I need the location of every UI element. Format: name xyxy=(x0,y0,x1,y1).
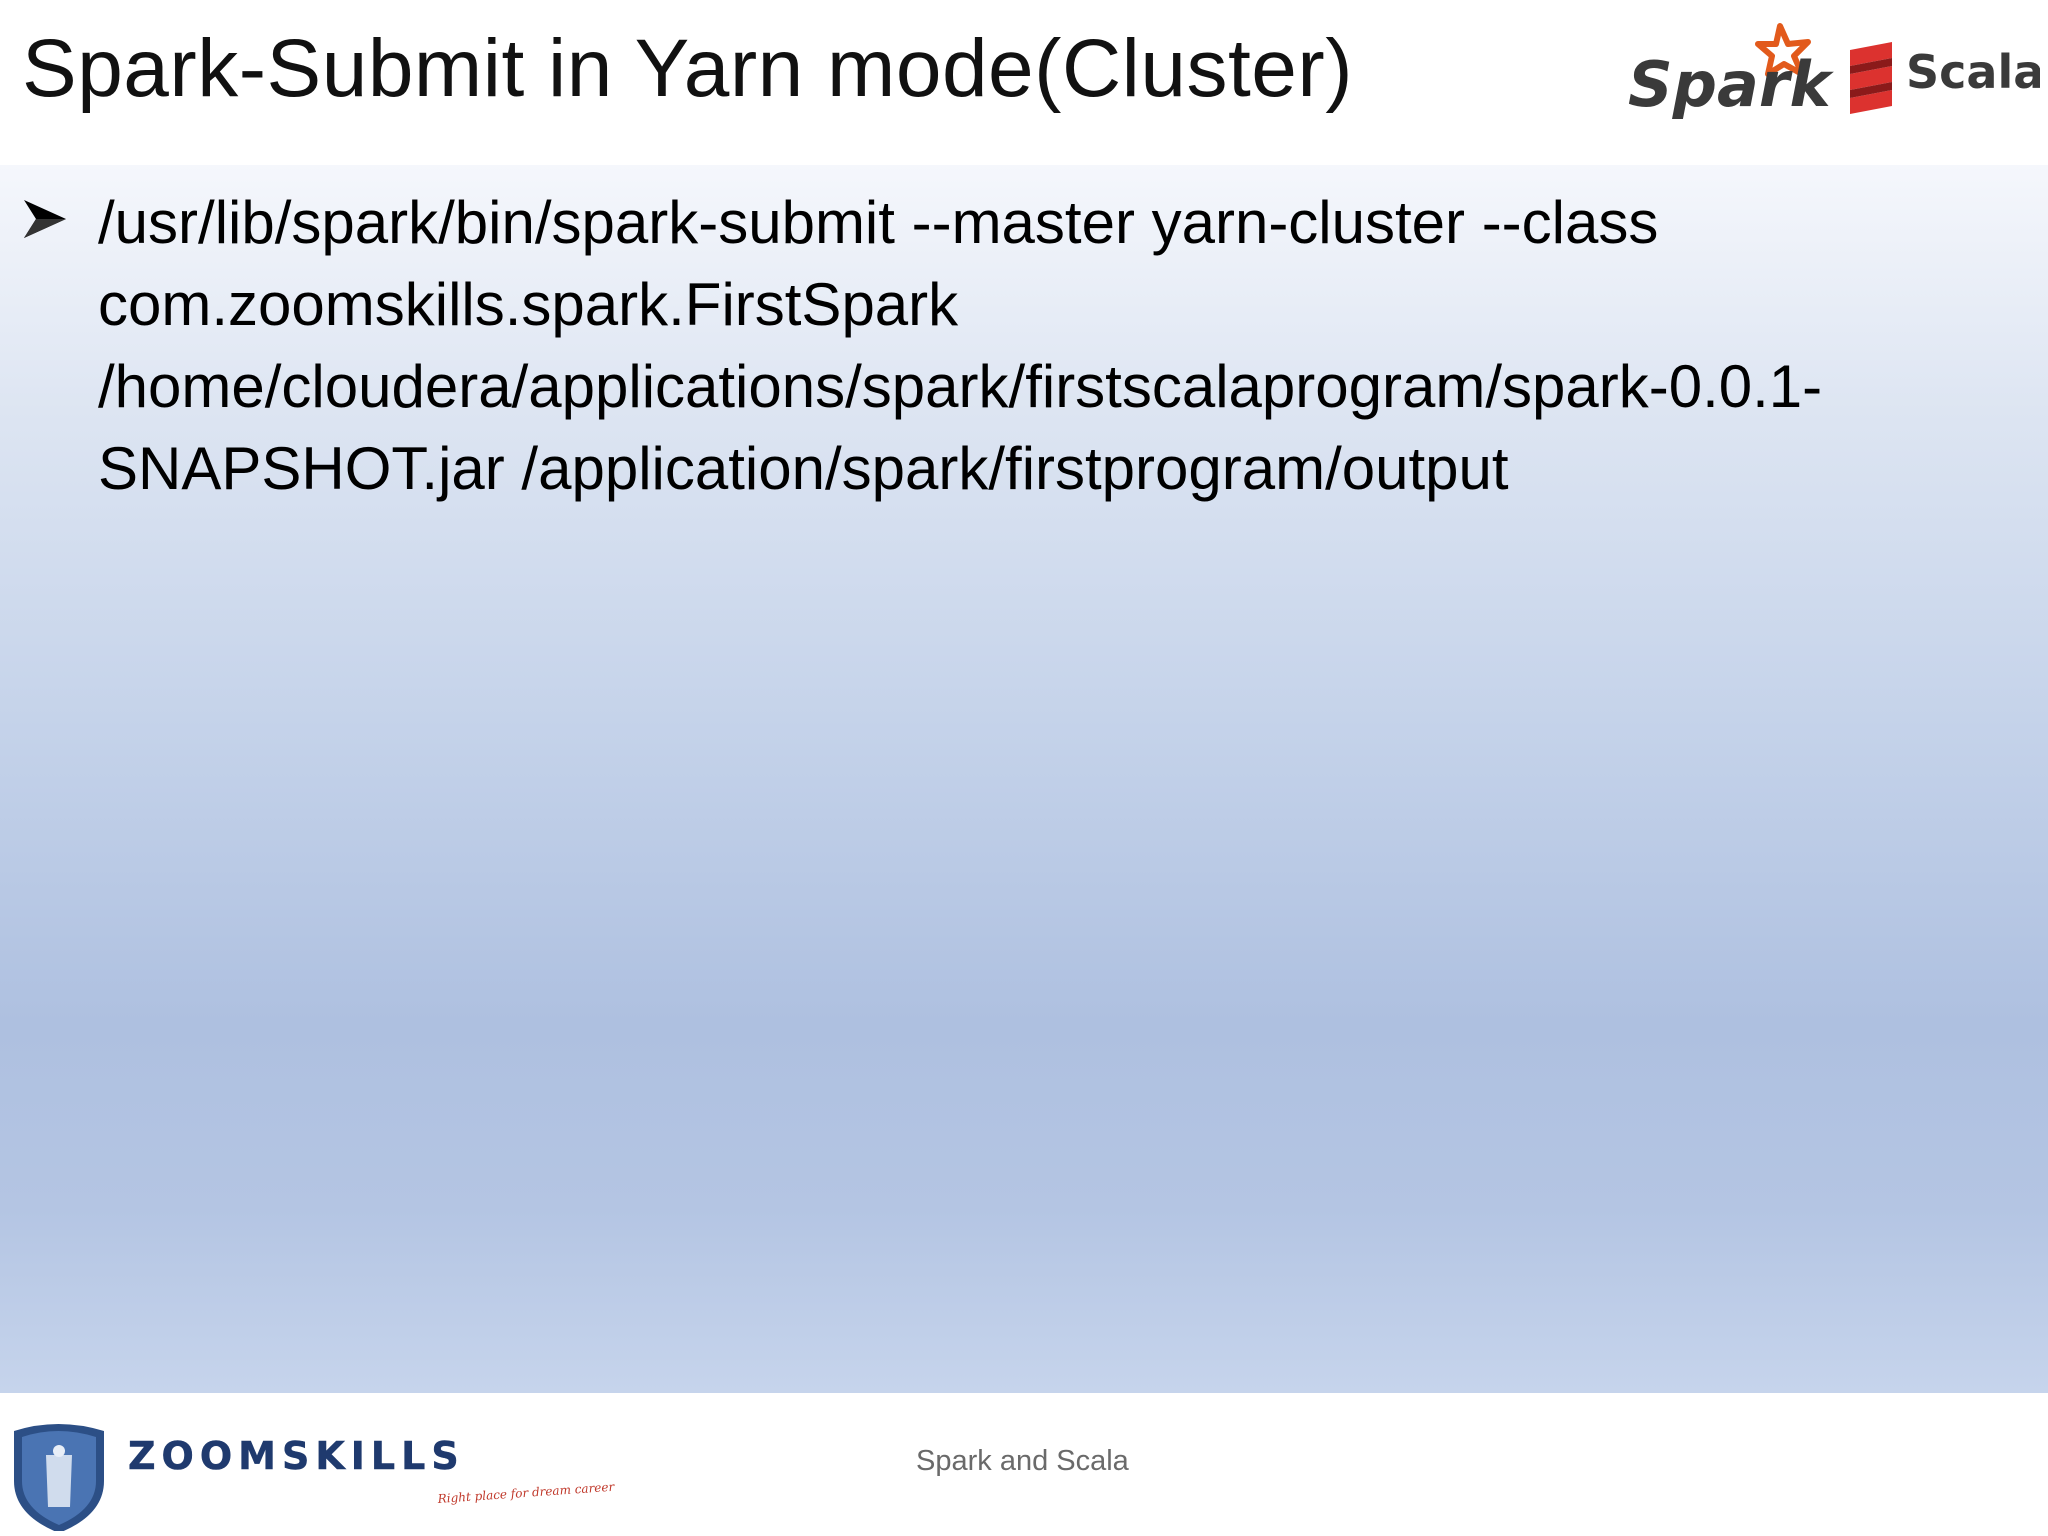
bullet-line: com.zoomskills.spark.FirstSpark xyxy=(98,271,959,338)
spark-scala-logos: Spark Scala xyxy=(1628,23,2044,121)
zoomskills-logo: ZOOMSKILLS Right place for dream career xyxy=(8,1411,628,1533)
zoomskills-logo-graphic: ZOOMSKILLS Right place for dream career xyxy=(14,1424,616,1533)
slide-body-background xyxy=(0,165,2048,1393)
spark-wordmark: Spark xyxy=(1628,48,1834,121)
spark-star-icon xyxy=(1755,23,1811,77)
bullet-line: SNAPSHOT.jar /application/spark/firstpro… xyxy=(98,435,1509,502)
zoomskills-wordmark: ZOOMSKILLS xyxy=(128,1434,465,1478)
header-logos: Spark Scala xyxy=(1620,22,2044,132)
slide-header: Spark-Submit in Yarn mode(Cluster) Spark xyxy=(0,0,2048,165)
bullet-line: /home/cloudera/applications/spark/firsts… xyxy=(98,353,1823,420)
scala-icon xyxy=(1850,42,1892,114)
bullet-text: /usr/lib/spark/bin/spark-submit --master… xyxy=(98,182,2018,510)
slide-footer: ZOOMSKILLS Right place for dream career … xyxy=(0,1393,2048,1536)
bullet-line: /usr/lib/spark/bin/spark-submit --master… xyxy=(98,189,1659,256)
slide-title: Spark-Submit in Yarn mode(Cluster) xyxy=(22,23,1354,114)
zoomskills-tagline: Right place for dream career xyxy=(436,1480,616,1506)
arrow-bullet-icon xyxy=(24,200,66,238)
footer-center-text: Spark and Scala xyxy=(916,1445,1129,1477)
spark-logo: Spark xyxy=(1628,23,1834,121)
scala-logo: Scala xyxy=(1850,42,2044,114)
scala-wordmark: Scala xyxy=(1906,45,2040,99)
shield-icon xyxy=(14,1424,104,1533)
